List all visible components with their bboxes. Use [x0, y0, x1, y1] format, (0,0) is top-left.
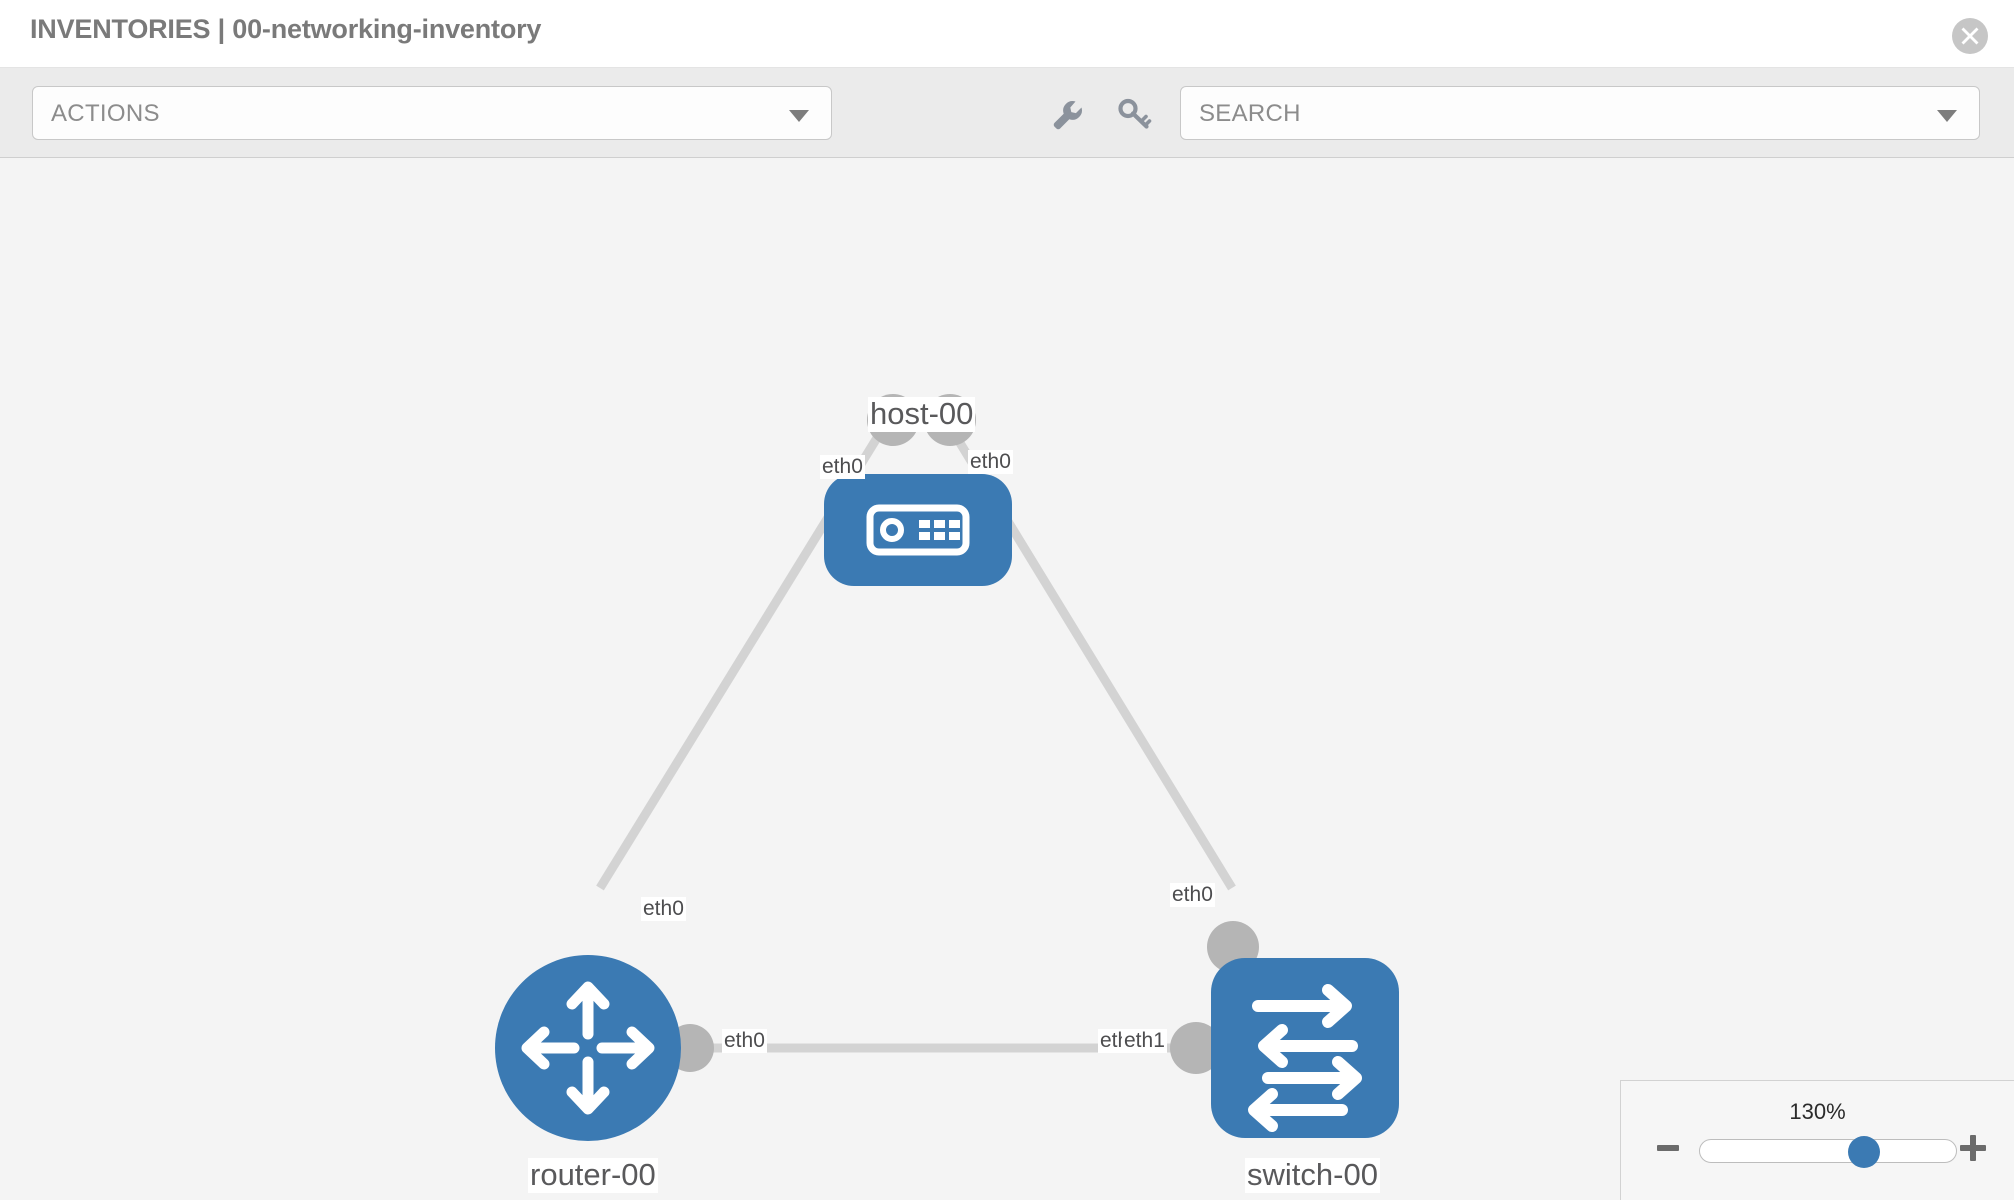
zoom-percent-label: 130% [1789, 1099, 1846, 1124]
port-switch-eth1 [1170, 1022, 1222, 1074]
zoom-slider-thumb[interactable] [1848, 1136, 1880, 1168]
page-header: INVENTORIES | 00-networking-inventory [0, 0, 2014, 68]
port-label-switch-uplink-eth0: eth0 [1170, 883, 1215, 908]
port-label-host-eth0-right: eth0 [968, 450, 1013, 475]
page-title: INVENTORIES | 00-networking-inventory [30, 14, 542, 44]
key-icon[interactable] [1114, 94, 1154, 134]
zoom-in-button[interactable] [1960, 1135, 1986, 1161]
node-host-00 [824, 474, 1012, 586]
chevron-down-icon [789, 110, 809, 122]
topology-graph [495, 394, 1399, 1141]
zoom-out-button[interactable] [1657, 1145, 1679, 1151]
topology-canvas[interactable]: host-00 router-00 switch-00 eth0 eth0 et… [0, 158, 2014, 1200]
search-input[interactable]: SEARCH [1180, 86, 1980, 140]
search-placeholder: SEARCH [1199, 100, 1301, 127]
node-label-host-00: host-00 [868, 396, 976, 432]
toolbar: ACTIONS SEARCH [0, 68, 2014, 158]
zoom-control: 130% [1620, 1080, 2014, 1200]
port-label-router-eth0: eth0 [722, 1029, 767, 1054]
node-switch-00 [1211, 958, 1399, 1138]
zoom-slider-track[interactable] [1699, 1136, 1957, 1168]
node-router-00 [495, 955, 681, 1141]
actions-dropdown-label: ACTIONS [51, 100, 160, 127]
actions-dropdown[interactable]: ACTIONS [32, 86, 832, 140]
wrench-icon[interactable] [1046, 94, 1086, 134]
close-icon[interactable] [1952, 18, 1988, 54]
router-arrows-icon [521, 981, 655, 1115]
port-label-host-eth0-left: eth0 [820, 455, 865, 480]
node-label-router-00: router-00 [528, 1157, 658, 1193]
server-icon [866, 504, 970, 556]
port-label-switch-eth1: eth1 [1122, 1029, 1167, 1054]
node-label-switch-00: switch-00 [1245, 1157, 1380, 1193]
chevron-down-icon[interactable] [1937, 110, 1957, 122]
switch-arrows-icon [1248, 984, 1362, 1132]
port-label-router-uplink-eth0: eth0 [641, 897, 686, 922]
